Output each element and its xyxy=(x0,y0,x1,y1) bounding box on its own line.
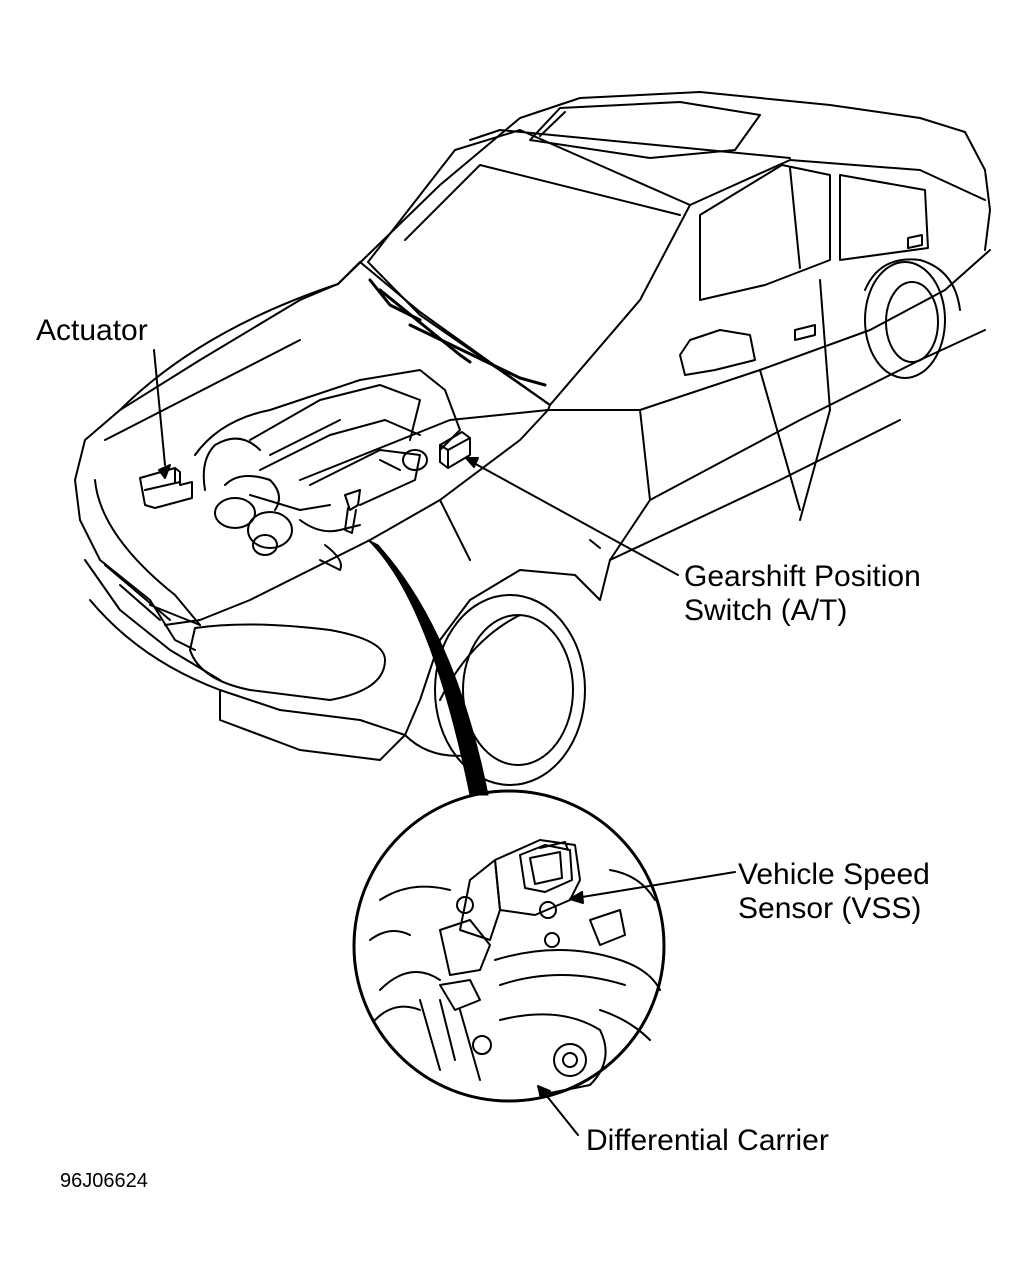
vss-label-line2: Sensor (VSS) xyxy=(738,892,922,925)
gearshift-label-line1: Gearshift Position xyxy=(684,560,921,593)
gearshift-label-line2: Switch (A/T) xyxy=(684,594,848,627)
zoom-swoosh xyxy=(367,539,489,796)
differential-carrier-label: Differential Carrier xyxy=(586,1124,829,1157)
actuator-part xyxy=(139,467,193,509)
figure-code: 96J06624 xyxy=(60,1170,148,1192)
engine-block xyxy=(194,369,461,571)
gearshift-switch-part xyxy=(439,431,471,469)
car-body xyxy=(74,91,991,786)
detail-inset xyxy=(352,789,666,1103)
vss-label-line1: Vehicle Speed xyxy=(738,858,930,891)
vss-part-small xyxy=(344,489,361,534)
callout-leaders xyxy=(153,349,736,1136)
actuator-label: Actuator xyxy=(36,314,148,347)
